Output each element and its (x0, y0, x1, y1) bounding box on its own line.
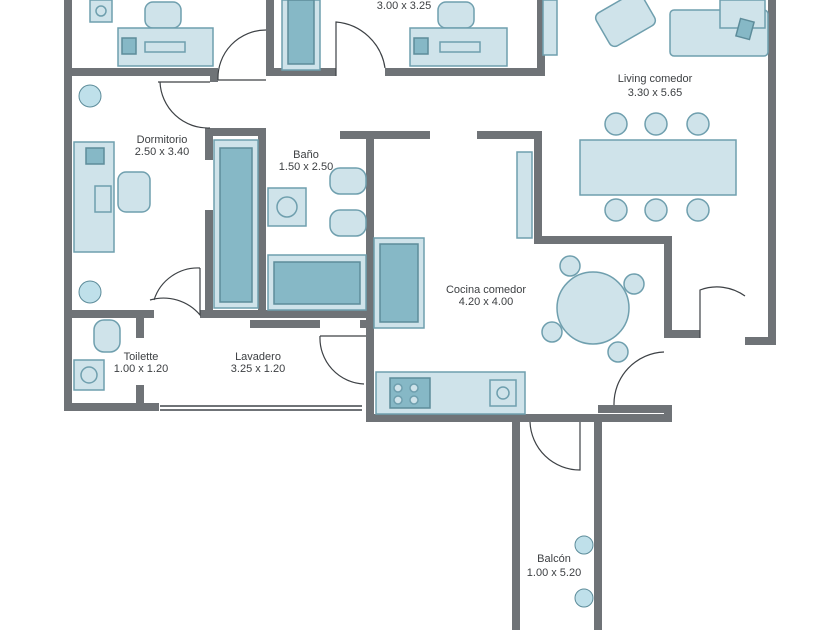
dorm-top-dims: 3.00 x 3.25 (377, 0, 431, 12)
toilette-dims: 1.00 x 1.20 (114, 363, 168, 375)
toilette-fixtures (73, 319, 121, 391)
top-closet (281, 0, 321, 71)
balcon-dims: 1.00 x 5.20 (527, 567, 581, 579)
toilette-label: Toilette (124, 351, 159, 363)
lavadero-label: Lavadero (235, 351, 281, 363)
cocina-furniture (373, 237, 645, 415)
windows (160, 405, 516, 625)
balcon-label: Balcón (537, 553, 571, 565)
dormitorio-dims: 2.50 x 3.40 (135, 146, 189, 158)
balcon-plants (574, 535, 594, 608)
lavadero-dims: 3.25 x 1.20 (231, 363, 285, 375)
doors (149, 21, 746, 471)
top-left-bedroom-furniture (89, 0, 214, 67)
bano-fixtures (267, 167, 367, 311)
living-dims: 3.30 x 5.65 (628, 87, 682, 99)
dormitorio-label: Dormitorio (137, 134, 188, 146)
living-label: Living comedor (618, 73, 693, 85)
living-furniture (516, 0, 769, 239)
cocina-dims: 4.20 x 4.00 (459, 296, 513, 308)
top-mid-bedroom-furniture (409, 0, 558, 67)
dormitorio-furniture (73, 84, 151, 304)
bano-label: Baño (293, 149, 319, 161)
cocina-label: Cocina comedor (446, 284, 526, 296)
dormitorio-wardrobe (213, 139, 259, 309)
walls (64, 0, 776, 630)
bano-dims: 1.50 x 2.50 (279, 161, 333, 173)
